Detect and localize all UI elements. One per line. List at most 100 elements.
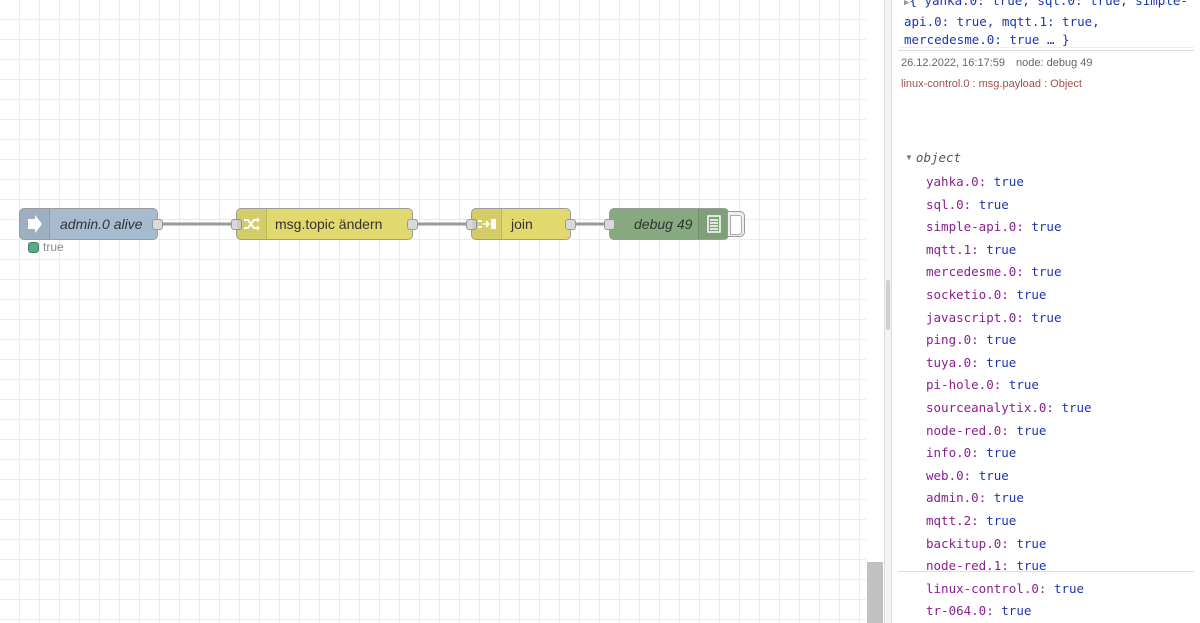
message-node-link[interactable]: node: debug 49: [1016, 57, 1093, 69]
join-node-label: join: [511, 216, 533, 232]
property-row[interactable]: yahka.0: true: [926, 171, 1092, 194]
expand-caret-icon[interactable]: ▶: [904, 0, 910, 8]
change-input-port[interactable]: [231, 219, 242, 230]
property-value: true: [1016, 286, 1047, 302]
property-row[interactable]: sql.0: true: [926, 194, 1092, 217]
property-row[interactable]: ping.0: true: [926, 329, 1092, 352]
property-row[interactable]: admin.0: true: [926, 487, 1092, 510]
property-key: node-red.0: [926, 422, 1002, 438]
previous-message-line: ▶{ yahka.0: true, sql.0: true, simple-: [904, 0, 1188, 13]
property-key: mercedesme.0: [926, 264, 1017, 280]
arrow-right-icon: [20, 209, 50, 239]
node-status: true: [28, 240, 64, 254]
property-value: true: [1061, 399, 1092, 415]
property-key: backitup.0: [926, 535, 1002, 551]
property-value: true: [986, 512, 1017, 528]
property-key: sql.0: [926, 196, 964, 212]
property-row[interactable]: sourceanalytix.0: true: [926, 397, 1092, 420]
property-separator: :: [963, 196, 979, 212]
property-key: node-red.1: [926, 558, 1002, 574]
debug-node[interactable]: debug 49: [604, 208, 729, 240]
message-meta: 26.12.2022, 16:17:59 node: debug 49: [901, 57, 1093, 69]
property-key: socketio.0: [926, 286, 1002, 302]
property-row[interactable]: mqtt.1: true: [926, 239, 1092, 262]
property-key: mqtt.2: [926, 512, 972, 528]
property-row[interactable]: tr-064.0: true: [926, 600, 1092, 623]
property-row[interactable]: socketio.0: true: [926, 284, 1092, 307]
property-separator: :: [971, 241, 987, 257]
property-row[interactable]: node-red.0: true: [926, 420, 1092, 443]
inject-output-port[interactable]: [152, 219, 163, 230]
property-separator: :: [1016, 309, 1032, 325]
property-key: javascript.0: [926, 309, 1017, 325]
property-separator: :: [971, 445, 987, 461]
property-value: true: [1001, 603, 1032, 619]
property-key: admin.0: [926, 490, 979, 506]
previous-debug-message[interactable]: ▶{ yahka.0: true, sql.0: true, simple- a…: [898, 0, 1194, 48]
property-separator: :: [1016, 219, 1032, 235]
property-row[interactable]: javascript.0: true: [926, 307, 1092, 330]
property-row[interactable]: tuya.0: true: [926, 352, 1092, 375]
property-key: web.0: [926, 467, 964, 483]
property-separator: :: [971, 332, 987, 348]
property-row[interactable]: simple-api.0: true: [926, 216, 1092, 239]
property-row[interactable]: linux-control.0: true: [926, 578, 1092, 601]
inject-node[interactable]: admin.0 alive: [19, 208, 163, 240]
property-separator: :: [1038, 580, 1054, 596]
property-separator: :: [978, 174, 994, 189]
debug-input-port[interactable]: [604, 219, 615, 230]
flow-workspace[interactable]: admin.0 alive true msg.topic ändern: [0, 0, 866, 623]
property-value: true: [1016, 422, 1047, 438]
join-input-port[interactable]: [466, 219, 477, 230]
flow-wires: [158, 222, 609, 226]
list-icon: [698, 209, 728, 239]
collapse-caret-icon[interactable]: ▼: [905, 153, 913, 162]
property-value: true: [993, 174, 1024, 189]
property-value: true: [1008, 377, 1039, 393]
message-topic[interactable]: linux-control.0 : msg.payload : Object: [901, 78, 1082, 90]
previous-message-text: api.0: true, mqtt.1: true,: [904, 13, 1100, 29]
property-value: true: [1053, 580, 1085, 596]
property-row[interactable]: mqtt.2: true: [926, 510, 1092, 533]
property-value: true: [978, 196, 1009, 212]
workspace-scrollbar-thumb[interactable]: [867, 562, 883, 623]
property-row[interactable]: pi-hole.0: true: [926, 374, 1092, 397]
debug-node-label: debug 49: [634, 216, 693, 232]
workspace-scrollbar[interactable]: [866, 0, 884, 623]
join-output-port[interactable]: [565, 219, 576, 230]
property-separator: :: [986, 603, 1002, 619]
change-node[interactable]: msg.topic ändern: [231, 208, 418, 240]
change-output-port[interactable]: [407, 219, 418, 230]
property-value: true: [1016, 535, 1047, 551]
property-key: pi-hole.0: [926, 377, 994, 393]
message-timestamp: 26.12.2022, 16:17:59: [901, 57, 1005, 69]
property-value: true: [986, 241, 1017, 257]
debug-toggle-button[interactable]: [727, 211, 745, 237]
inject-node-label: admin.0 alive: [60, 216, 143, 232]
property-value: true: [993, 490, 1024, 506]
property-row[interactable]: backitup.0: true: [926, 533, 1092, 556]
property-separator: :: [971, 512, 987, 528]
property-value: true: [1016, 558, 1047, 574]
property-key: yahka.0: [926, 174, 979, 189]
debug-message[interactable]: 26.12.2022, 16:17:59 node: debug 49 linu…: [898, 50, 1194, 618]
property-key: info.0: [926, 445, 972, 461]
object-type-label: object: [915, 150, 962, 165]
object-header[interactable]: ▼ object: [905, 150, 961, 165]
property-row[interactable]: node-red.1: true: [926, 555, 1092, 578]
join-node[interactable]: join: [466, 208, 576, 240]
property-key: linux-control.0: [926, 580, 1039, 596]
property-row[interactable]: info.0: true: [926, 442, 1092, 465]
property-separator: :: [1046, 399, 1062, 415]
change-node-label: msg.topic ändern: [275, 216, 383, 232]
property-key: mqtt.1: [926, 241, 972, 257]
property-row[interactable]: web.0: true: [926, 465, 1092, 488]
property-separator: :: [1001, 558, 1017, 574]
property-separator: :: [1001, 286, 1017, 302]
property-value: true: [978, 467, 1009, 483]
property-value: true: [986, 332, 1017, 348]
splitter-grip-icon[interactable]: [886, 280, 890, 330]
property-row[interactable]: mercedesme.0: true: [926, 261, 1092, 284]
property-value: true: [1031, 219, 1062, 235]
